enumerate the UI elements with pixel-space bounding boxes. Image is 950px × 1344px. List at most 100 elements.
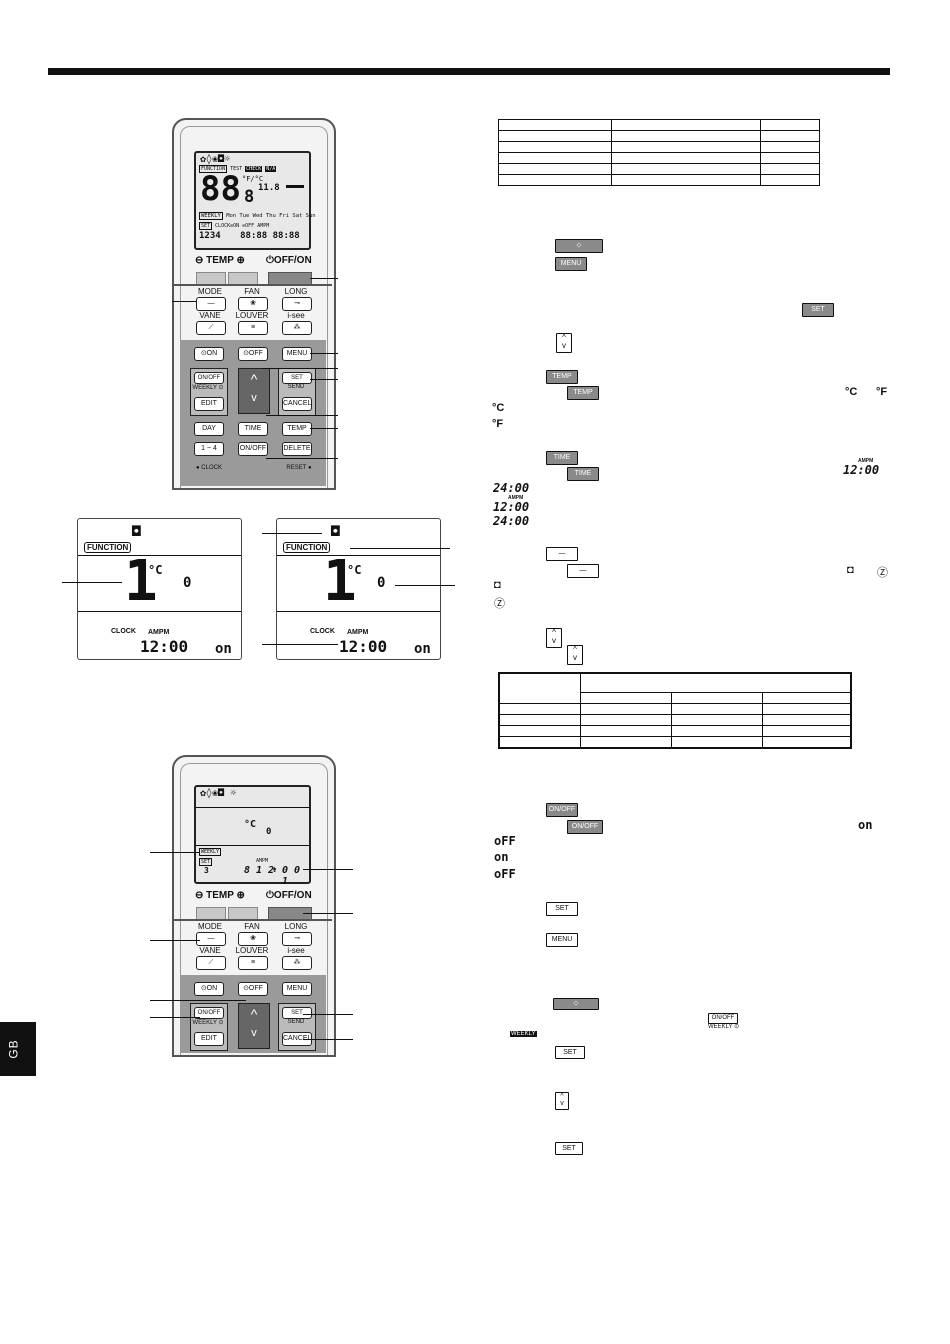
set-button[interactable]: SET — [282, 372, 312, 384]
lcd-clock-on: CLOCK⊙ON — [215, 223, 240, 229]
display-b-on: on — [414, 641, 431, 657]
fan-label-2: FAN — [244, 922, 260, 931]
callout-line — [266, 458, 338, 459]
weekly-onoff-button[interactable]: ON/OFF — [194, 372, 224, 384]
display-a-clock: CLOCK — [111, 628, 136, 635]
vane-button-2[interactable]: ⟋ — [196, 956, 226, 970]
mode-button[interactable]: — — [196, 297, 226, 311]
callout-line — [303, 1039, 353, 1040]
menu-button[interactable]: MENU — [282, 347, 312, 361]
edit-button[interactable]: EDIT — [194, 397, 224, 411]
auto-icon-line: ◘ — [494, 579, 501, 591]
clock-label[interactable]: ● CLOCK — [196, 465, 222, 471]
set-inline-button: SET — [802, 303, 834, 317]
lcd-off-ampm: ⊙OFF AMPM — [242, 223, 270, 229]
fan-label: FAN — [244, 287, 260, 296]
display-b-big-digit: 1 — [323, 549, 357, 614]
remote2-lcd-value: 0 — [266, 827, 272, 837]
lcd-big-digits: 88 — [200, 169, 241, 209]
table-row — [498, 174, 820, 186]
isee-button[interactable]: ⁂ — [282, 321, 312, 335]
louver-button[interactable]: ≡ — [238, 321, 268, 335]
fan-button-2[interactable]: ❀ — [238, 932, 268, 946]
lcd-days: Mon Tue Wed Thu Fri Sat Sun — [226, 213, 316, 219]
callout-line — [262, 368, 338, 369]
onoff-button[interactable]: ON/OFF — [238, 442, 268, 456]
lcd-right-number: 11.8 — [258, 183, 280, 193]
lcd-time-a: 88:88 — [240, 231, 268, 241]
long-button-2[interactable]: ⊸ — [282, 932, 312, 946]
weekly-label-2: WEEKLY ⊙ — [192, 1020, 224, 1026]
off-label-a: oFF — [494, 834, 516, 848]
on-label-right: on — [858, 818, 873, 832]
weekly-onoff-inline-button: ON/OFF — [708, 1013, 738, 1024]
remote-lcd-screen: ✿◊❀◘☼ FUNCTION TEST CHECK N/A 88 °F/°C 8… — [194, 151, 316, 250]
long-label: LONG — [284, 287, 308, 296]
callout-line — [350, 548, 450, 549]
auto-mode-blink-icon: ◘ — [331, 524, 340, 540]
up-down-arrow-button-2[interactable]: ^ v — [238, 1003, 270, 1049]
on-label-b: on — [494, 850, 509, 864]
callout-line — [310, 428, 338, 429]
weekly-onoff-button-2[interactable]: ON/OFF — [194, 1007, 224, 1019]
send-label: SEND — [287, 384, 305, 390]
remote2-lcd-arrow-icon: ⇟ — [272, 865, 278, 875]
off-timer-button-2[interactable]: ⊙OFF — [238, 982, 268, 996]
callout-line — [303, 869, 353, 870]
vane-button[interactable]: ⟋ — [196, 321, 226, 335]
menu-inline-button-2: MENU — [546, 933, 578, 947]
delete-button[interactable]: DELETE — [282, 442, 312, 456]
onoff-inline-button-1: ON/OFF — [546, 803, 578, 817]
callout-line — [150, 1000, 246, 1001]
callout-line — [310, 278, 338, 279]
cancel-button[interactable]: CANCEL — [282, 397, 312, 411]
time-inline-button-1: TIME — [546, 451, 578, 465]
one-four-button[interactable]: 1 ~ 4 — [194, 442, 224, 456]
edit-button-2[interactable]: EDIT — [194, 1032, 224, 1046]
time-2400-c: 24:00 — [493, 514, 530, 528]
up-down-arrow-button[interactable]: ^ v — [238, 368, 270, 414]
onoff-inline-button-2: ON/OFF — [567, 820, 603, 834]
auto-mode-icon: ◘ — [132, 524, 141, 540]
time-1200-b: 12:00 — [493, 500, 530, 514]
on-timer-button-2[interactable]: ⊙ON — [194, 982, 224, 996]
callout-line — [150, 852, 200, 853]
weekly-inline-label: WEEKLY ⊙ — [708, 1024, 740, 1030]
long-button[interactable]: ⊸ — [282, 297, 312, 311]
ampm-label: AMPM — [858, 458, 874, 464]
callout-line — [303, 913, 353, 914]
fan-button[interactable]: ❀ — [238, 297, 268, 311]
day-button[interactable]: DAY — [194, 422, 224, 436]
set-inline-button-2: SET — [546, 902, 578, 916]
reset-label[interactable]: RESET ● — [286, 465, 312, 471]
display-a-unit: °C — [148, 563, 163, 577]
time-button[interactable]: TIME — [238, 422, 268, 436]
remote2-lcd-weekly: WEEKLY — [199, 848, 222, 856]
callout-line — [150, 1017, 200, 1018]
mode-button-2[interactable]: — — [196, 932, 226, 946]
callout-line — [266, 415, 338, 416]
table-row — [498, 130, 820, 142]
on-timer-button[interactable]: ⊙ON — [194, 347, 224, 361]
mode-label: MODE — [198, 287, 222, 296]
weekly-label: WEEKLY ⊙ — [192, 385, 224, 391]
callout-line — [62, 582, 122, 583]
temp-button[interactable]: TEMP — [282, 422, 312, 436]
callout-line — [303, 1014, 353, 1015]
table-row — [498, 152, 820, 164]
display-b-badge: FUNCTION — [283, 542, 331, 553]
callout-line — [310, 353, 338, 354]
menu-button-2[interactable]: MENU — [282, 982, 312, 996]
remote2-lcd-set: SET — [199, 858, 213, 866]
vane-label-2: VANE — [199, 946, 221, 955]
lcd-time-b: 88:88 — [272, 231, 300, 241]
off-timer-button[interactable]: ⊙OFF — [238, 347, 268, 361]
deg-c-line: °C — [492, 402, 505, 414]
mode-inline-button-1: — — [546, 547, 578, 561]
vane-label: VANE — [199, 311, 221, 320]
offon-label: ⏻OFF/ON — [266, 255, 312, 266]
header-rule — [48, 68, 890, 75]
louver-button-2[interactable]: ≡ — [238, 956, 268, 970]
isee-button-2[interactable]: ⁂ — [282, 956, 312, 970]
set-button-2[interactable]: SET — [282, 1007, 312, 1019]
